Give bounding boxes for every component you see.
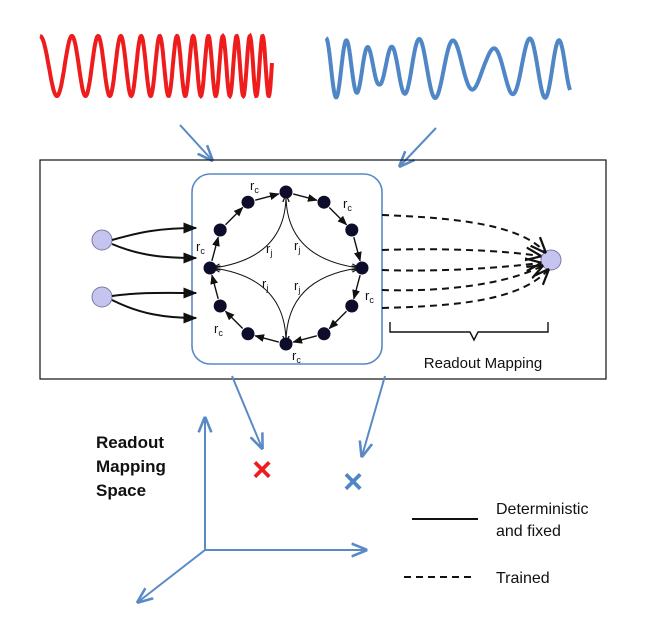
- signal-1-waveform: [39, 32, 274, 100]
- rc-label: rc: [196, 239, 205, 256]
- reservoir-node: [241, 327, 255, 341]
- readout-bracket: [389, 322, 549, 342]
- rj-label: rj: [266, 241, 272, 258]
- reservoir-node: [213, 299, 227, 313]
- readout-connection: [381, 249, 540, 256]
- input-connection: [111, 299, 198, 324]
- readout-connection: [381, 214, 545, 252]
- rc-label: rc: [292, 348, 301, 365]
- signal-2-waveform: [324, 36, 572, 101]
- jump-edge: [286, 195, 359, 268]
- input-connection: [111, 243, 198, 264]
- reservoir-node: [279, 185, 293, 199]
- mapping-space-z-axis: [138, 549, 206, 602]
- reservoir-node: [317, 327, 331, 341]
- reservoir-node: [345, 299, 359, 313]
- readout-connection: [381, 266, 542, 292]
- reservoir-node: [279, 337, 293, 351]
- rc-label: rc: [250, 178, 259, 195]
- rj-label: rj: [262, 276, 268, 293]
- reservoir-nodes: [203, 185, 369, 351]
- input-connection: [111, 287, 198, 299]
- reservoir-node: [317, 195, 331, 209]
- reservoir-node: [203, 261, 217, 275]
- rc-label: rc: [365, 288, 374, 305]
- input-node-1: [91, 229, 113, 251]
- output-node: [540, 249, 562, 271]
- rc-label: rc: [214, 321, 223, 338]
- readout-connection: [381, 270, 548, 309]
- legend-dashed-label: Trained: [496, 570, 550, 587]
- signal-2-projection-arrow: [362, 375, 386, 456]
- rc-label: rc: [343, 196, 352, 213]
- input-connection: [111, 222, 198, 241]
- reservoir-node: [241, 195, 255, 209]
- rj-label: rj: [294, 238, 300, 255]
- signal-1-input-arrow: [179, 124, 212, 160]
- readout-mapping-label: Readout Mapping: [424, 355, 542, 372]
- signal-1-mapping-mark: ×: [252, 451, 272, 489]
- reservoir-node: [345, 223, 359, 237]
- rj-label: rj: [294, 278, 300, 295]
- input-node-2: [91, 286, 113, 308]
- readout-connection: [381, 263, 540, 271]
- reservoir-node: [355, 261, 369, 275]
- signal-2-mapping-mark: ×: [343, 463, 363, 501]
- signal-1-projection-arrow: [231, 375, 262, 448]
- system-frame: [39, 159, 607, 380]
- reservoir-node: [213, 223, 227, 237]
- jump-edge: [286, 268, 359, 343]
